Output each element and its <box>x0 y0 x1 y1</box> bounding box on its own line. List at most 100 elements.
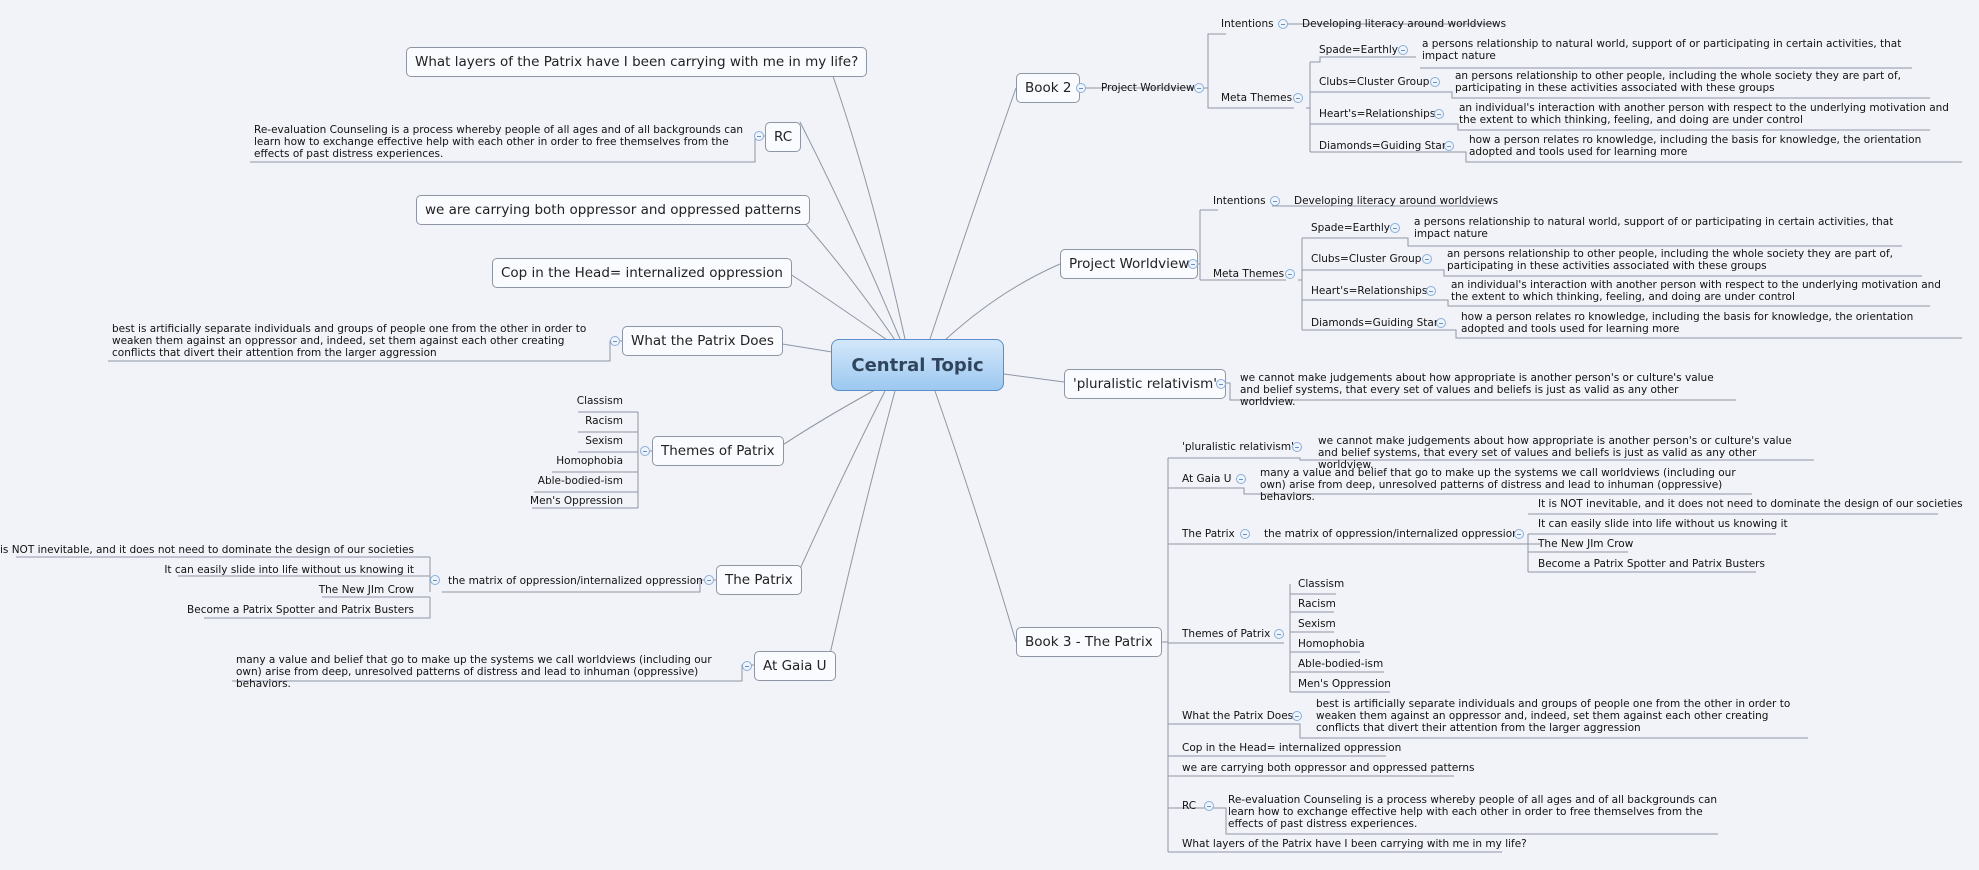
book3-cop-in-head[interactable]: Cop in the Head= internalized oppression <box>1182 742 1402 754</box>
collapse-icon[interactable] <box>1422 254 1432 264</box>
book2-clubs[interactable]: Clubs=Cluster Group <box>1319 76 1430 88</box>
collapse-icon[interactable] <box>1514 529 1524 539</box>
matrix-item-slide-into-life[interactable]: It can easily slide into life without us… <box>164 564 414 576</box>
collapse-icon[interactable] <box>1076 83 1086 93</box>
topic-layers-question[interactable]: What layers of the Patrix have I been ca… <box>406 47 868 77</box>
collapse-icon[interactable] <box>1426 286 1436 296</box>
topic-pluralistic-relativism[interactable]: 'pluralistic relativism' <box>1064 369 1226 399</box>
book3-theme-able-bodied-ism[interactable]: Able-bodied-ism <box>1298 658 1384 670</box>
collapse-icon[interactable] <box>610 336 620 346</box>
book3-pluralistic-relativism[interactable]: 'pluralistic relativism' <box>1182 441 1294 453</box>
collapse-icon[interactable] <box>1278 19 1288 29</box>
book3-matrix-item-slide[interactable]: It can easily slide into life without us… <box>1538 518 1788 530</box>
book3-what-patrix-does[interactable]: What the Patrix Does <box>1182 710 1294 722</box>
theme-racism[interactable]: Racism <box>585 415 623 427</box>
collapse-icon[interactable] <box>1292 711 1302 721</box>
collapse-icon[interactable] <box>1293 93 1303 103</box>
book3-matrix-item-spotter[interactable]: Become a Patrix Spotter and Patrix Buste… <box>1538 558 1765 570</box>
collapse-icon[interactable] <box>1292 442 1302 452</box>
collapse-icon[interactable] <box>1436 318 1446 328</box>
collapse-icon[interactable] <box>1240 529 1250 539</box>
book3-matrix-label[interactable]: the matrix of oppression/internalized op… <box>1264 528 1519 540</box>
book3-themes-of-patrix[interactable]: Themes of Patrix <box>1182 628 1271 640</box>
collapse-icon[interactable] <box>1216 379 1226 389</box>
collapse-icon[interactable] <box>742 661 752 671</box>
collapse-icon[interactable] <box>1390 223 1400 233</box>
book3-the-patrix[interactable]: The Patrix <box>1182 528 1235 540</box>
gaia-description: many a value and belief that go to make … <box>236 654 712 690</box>
theme-mens-oppression[interactable]: Men's Oppression <box>530 495 623 507</box>
book2-intentions[interactable]: Intentions <box>1221 18 1274 30</box>
central-topic[interactable]: Central Topic <box>831 339 1004 391</box>
collapse-icon[interactable] <box>1444 141 1454 151</box>
collapse-icon[interactable] <box>430 575 440 585</box>
pw-diamonds[interactable]: Diamonds=Guiding Star <box>1311 317 1439 329</box>
book2-diamonds[interactable]: Diamonds=Guiding Star <box>1319 140 1447 152</box>
book2-diamonds-desc: how a person relates ro knowledge, inclu… <box>1469 134 1922 158</box>
book3-rc-desc: Re-evaluation Counseling is a process wh… <box>1228 794 1718 830</box>
book3-layers-question[interactable]: What layers of the Patrix have I been ca… <box>1182 838 1527 850</box>
book3-theme-racism[interactable]: Racism <box>1298 598 1336 610</box>
pw-clubs[interactable]: Clubs=Cluster Group <box>1311 253 1422 265</box>
matrix-item-new-jim-crow[interactable]: The New JIm Crow <box>318 584 414 596</box>
topic-rc[interactable]: RC <box>765 122 802 152</box>
book3-theme-mens-oppression[interactable]: Men's Oppression <box>1298 678 1391 690</box>
what-patrix-does-description: best is artificially separate individual… <box>112 323 587 359</box>
book3-both-patterns[interactable]: we are carrying both oppressor and oppre… <box>1182 762 1475 774</box>
topic-themes-of-patrix[interactable]: Themes of Patrix <box>652 436 784 466</box>
pw-spade-desc: a persons relationship to natural world,… <box>1414 216 1894 240</box>
book3-theme-sexism[interactable]: Sexism <box>1298 618 1336 630</box>
book2-clubs-desc: an persons relationship to other people,… <box>1455 70 1901 94</box>
collapse-icon[interactable] <box>1194 83 1204 93</box>
collapse-icon[interactable] <box>1204 801 1214 811</box>
collapse-icon[interactable] <box>1434 109 1444 119</box>
collapse-icon[interactable] <box>1285 269 1295 279</box>
book2-intentions-value[interactable]: Developing literacy around worldviews <box>1302 18 1507 30</box>
book3-matrix-item-not-inevitable[interactable]: It is NOT inevitable, and it does not ne… <box>1538 498 1963 510</box>
theme-homophobia[interactable]: Homophobia <box>556 455 623 467</box>
topic-what-patrix-does[interactable]: What the Patrix Does <box>622 326 783 356</box>
collapse-icon[interactable] <box>1236 474 1246 484</box>
pr-description: we cannot make judgements about how appr… <box>1240 372 1714 408</box>
book3-pr-desc: we cannot make judgements about how appr… <box>1318 435 1792 471</box>
theme-classism[interactable]: Classism <box>576 395 623 407</box>
book3-theme-classism[interactable]: Classism <box>1298 578 1345 590</box>
topic-project-worldview[interactable]: Project Worldview <box>1060 249 1199 279</box>
book2-spade[interactable]: Spade=Earthly <box>1319 44 1398 56</box>
topic-book-2[interactable]: Book 2 <box>1016 73 1081 103</box>
theme-able-bodied-ism[interactable]: Able-bodied-ism <box>537 475 623 487</box>
topic-at-gaia-u[interactable]: At Gaia U <box>754 651 836 681</box>
book2-project-worldview[interactable]: Project Worldview <box>1101 82 1195 94</box>
pw-hearts[interactable]: Heart's=Relationships <box>1311 285 1428 297</box>
book2-meta-themes[interactable]: Meta Themes <box>1221 92 1293 104</box>
book3-at-gaia-u[interactable]: At Gaia U <box>1182 473 1232 485</box>
collapse-icon[interactable] <box>640 446 650 456</box>
collapse-icon[interactable] <box>704 575 714 585</box>
matrix-item-patrix-spotter[interactable]: Become a Patrix Spotter and Patrix Buste… <box>187 604 414 616</box>
collapse-icon[interactable] <box>1270 196 1280 206</box>
book3-matrix-item-jim-crow[interactable]: The New JIm Crow <box>1538 538 1634 550</box>
pw-clubs-desc: an persons relationship to other people,… <box>1447 248 1893 272</box>
collapse-icon[interactable] <box>1274 629 1284 639</box>
theme-sexism[interactable]: Sexism <box>585 435 623 447</box>
book2-hearts[interactable]: Heart's=Relationships <box>1319 108 1436 120</box>
book2-spade-desc: a persons relationship to natural world,… <box>1422 38 1902 62</box>
pw-meta-themes[interactable]: Meta Themes <box>1213 268 1285 280</box>
collapse-icon[interactable] <box>1430 77 1440 87</box>
pw-spade[interactable]: Spade=Earthly <box>1311 222 1390 234</box>
pw-intentions-value[interactable]: Developing literacy around worldviews <box>1294 195 1499 207</box>
collapse-icon[interactable] <box>1398 45 1408 55</box>
topic-the-patrix[interactable]: The Patrix <box>716 565 802 595</box>
collapse-icon[interactable] <box>1188 259 1198 269</box>
pw-intentions[interactable]: Intentions <box>1213 195 1266 207</box>
topic-both-patterns[interactable]: we are carrying both oppressor and oppre… <box>416 195 811 225</box>
book3-what-does-desc: best is artificially separate individual… <box>1316 698 1791 734</box>
book3-theme-homophobia[interactable]: Homophobia <box>1298 638 1365 650</box>
matrix-label[interactable]: the matrix of oppression/internalized op… <box>448 575 703 587</box>
topic-book-3-the-patrix[interactable]: Book 3 - The Patrix <box>1016 627 1162 657</box>
matrix-item-not-inevitable[interactable]: It is NOT inevitable, and it does not ne… <box>0 544 414 556</box>
book3-rc[interactable]: RC <box>1182 800 1197 812</box>
pw-hearts-desc: an individual's interaction with another… <box>1451 279 1941 303</box>
collapse-icon[interactable] <box>754 131 764 141</box>
topic-cop-in-head[interactable]: Cop in the Head= internalized oppression <box>492 258 792 288</box>
